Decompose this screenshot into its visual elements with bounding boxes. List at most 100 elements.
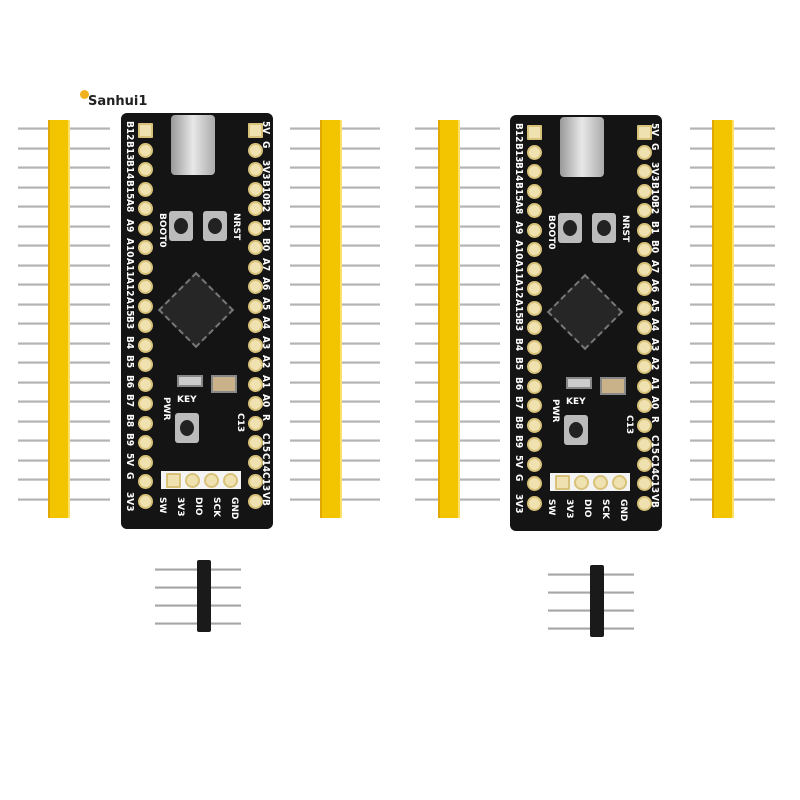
pin-pad <box>248 220 263 236</box>
pin-pad <box>138 162 153 177</box>
boot0-button <box>169 211 193 241</box>
pin-label: B13 <box>124 140 135 160</box>
pin-pad <box>248 181 263 197</box>
pin-label: B15 <box>124 179 135 199</box>
swd-header-outline <box>161 471 241 489</box>
pin-label: A5 <box>649 298 660 312</box>
pin-label: A5 <box>260 296 271 310</box>
pin-label: B0 <box>649 240 660 254</box>
pin-label: A12 <box>124 277 135 297</box>
pin-label: G <box>124 472 135 480</box>
pin-label: B4 <box>513 337 524 351</box>
pin-label: B9 <box>513 435 524 449</box>
pin-label: A11 <box>513 259 524 279</box>
pin-pad <box>248 298 263 314</box>
led-label: C13 <box>235 413 245 433</box>
header-bar <box>197 560 211 632</box>
header-bar <box>320 120 342 518</box>
pin-label: B5 <box>124 355 135 369</box>
pin-label: 5V <box>649 123 660 137</box>
pin-pad <box>527 261 542 277</box>
pin-label: A8 <box>124 199 135 213</box>
pin-label: C13 <box>260 472 271 492</box>
pin-pad <box>637 164 652 179</box>
pin-pad <box>637 183 652 199</box>
pin-pad <box>248 435 263 450</box>
pin-pad <box>138 279 153 294</box>
pin-pad <box>637 144 652 160</box>
pin-pad <box>248 201 263 216</box>
key-label: KEY <box>177 395 197 405</box>
pin-pad <box>248 337 263 353</box>
pin-label: B6 <box>513 376 524 390</box>
pin-pad <box>248 259 263 275</box>
pin-label: 3V3 <box>649 162 660 182</box>
boot-label: BOOT0 <box>546 215 556 250</box>
pin-pad <box>138 415 153 431</box>
pin-pad <box>527 437 542 452</box>
pin-pad <box>248 376 263 392</box>
pin-label: 3V3 <box>260 160 271 180</box>
pin-label: R <box>260 413 271 421</box>
pin-label: A2 <box>649 357 660 371</box>
header-bar <box>438 120 460 518</box>
swd-pad <box>593 475 608 490</box>
pin-pad <box>637 300 652 316</box>
pin-label: B13 <box>513 142 524 162</box>
pin-pad <box>248 396 263 411</box>
key-switch <box>566 377 592 389</box>
usb-c-connector <box>560 117 604 177</box>
pin-label: B12 <box>513 123 524 143</box>
pin-label: VB <box>649 493 660 508</box>
pin-label: 5V <box>513 454 524 468</box>
pin-label: G <box>260 140 271 148</box>
pin-label: A1 <box>260 374 271 388</box>
pin-pad <box>637 281 652 296</box>
pin-label: B14 <box>513 162 524 182</box>
pin-label: B8 <box>124 413 135 427</box>
pin-pad <box>248 357 263 372</box>
header-bar <box>712 120 734 518</box>
pin-label: A11 <box>124 257 135 277</box>
pin-pad <box>527 183 542 199</box>
pin-label: A8 <box>513 201 524 215</box>
pin-pad <box>138 376 153 392</box>
pin-pad <box>527 398 542 413</box>
key-label: KEY <box>566 397 586 407</box>
reset-label: NRST <box>620 215 630 243</box>
pin-label: B15 <box>513 181 524 201</box>
pin-pad <box>637 495 652 511</box>
power-label: PWR <box>161 397 171 421</box>
pin-pad <box>138 123 153 138</box>
pin-pad <box>248 162 263 177</box>
key-button <box>564 415 588 445</box>
pin-pad <box>527 456 542 472</box>
swd-pad <box>555 475 570 490</box>
pin-pad <box>527 144 542 160</box>
pin-pad <box>527 242 542 257</box>
boot0-button <box>558 213 582 243</box>
crystal <box>600 377 626 395</box>
power-label: PWR <box>550 399 560 423</box>
pin-label: B1 <box>649 220 660 234</box>
pin-pad <box>527 495 542 511</box>
watermark-logo-icon <box>80 90 89 99</box>
pin-pad <box>637 378 652 394</box>
pin-label: B4 <box>124 335 135 349</box>
pin-label: B3 <box>124 316 135 330</box>
swd-pad <box>185 473 200 488</box>
pin-label: C15 <box>649 435 660 455</box>
pin-pad <box>248 318 263 333</box>
pin-label: A1 <box>649 376 660 390</box>
pin-label: B3 <box>513 318 524 332</box>
pin-label: B1 <box>260 218 271 232</box>
pin-label: A0 <box>649 396 660 410</box>
pin-pad <box>637 359 652 374</box>
pin-label: C14 <box>649 454 660 474</box>
pin-pad <box>248 474 263 489</box>
pin-label: A7 <box>260 257 271 271</box>
pin-pad <box>637 437 652 452</box>
swd-label: 3V3 <box>175 497 185 517</box>
